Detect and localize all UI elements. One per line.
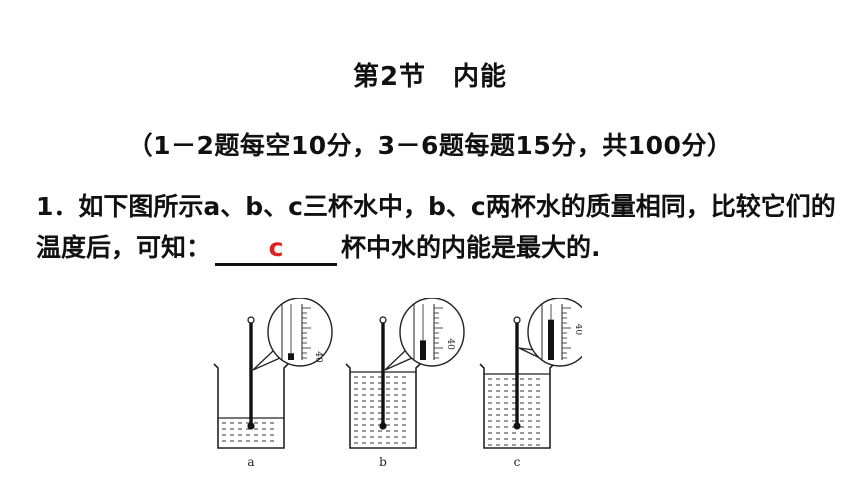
thermometer-top [379,316,387,324]
beaker-c: 40 c [479,298,582,469]
beaker-outline [213,363,289,449]
beaker-b: 40 b [345,298,465,469]
callout-bubble [399,298,465,367]
beakers-diagram: 40 a 40 b 40 c [213,298,582,469]
beaker-label-a: a [247,455,254,469]
scale-label: 40 [573,324,582,336]
scale-label: 40 [445,338,455,350]
answer-blank[interactable]: c [215,233,338,266]
beaker-outline [345,363,421,449]
scoring-instructions: （1－2题每空10分，3－6题每题15分，共100分） [127,131,733,160]
callout-pointer [384,349,413,371]
callout-pointer [252,349,281,371]
beakers-figure: 40 a 40 b 40 c [210,298,582,474]
thermometer-bulb [379,422,387,430]
mercury-column [288,353,294,360]
callout-pointer [518,347,541,359]
scale-label: 40 [313,351,323,363]
section-title: 第2节 内能 [352,62,508,92]
thermometer-bulb [513,422,521,430]
beaker-label-c: c [514,455,521,469]
question-1: 1．如下图所示a、b、c三杯水中，b、c两杯水的质量相同，比较它们的温度后，可知… [36,186,836,268]
answer-text: c [268,233,284,262]
question-text-before: 1．如下图所示a、b、c三杯水中，b、c两杯水的质量相同，比较它们的温度后，可知… [36,192,836,262]
question-text-after: 杯中水的内能是最大的. [341,233,601,262]
beaker-label-b: b [379,455,387,469]
callout-bubble [267,298,333,367]
beaker-outline [479,363,555,449]
thermometer-top [247,316,255,324]
mercury-column [420,340,426,360]
beaker-a: 40 a [213,298,333,469]
mercury-column [548,319,554,360]
thermometer-bulb [247,422,255,430]
thermometer-top [513,316,521,324]
